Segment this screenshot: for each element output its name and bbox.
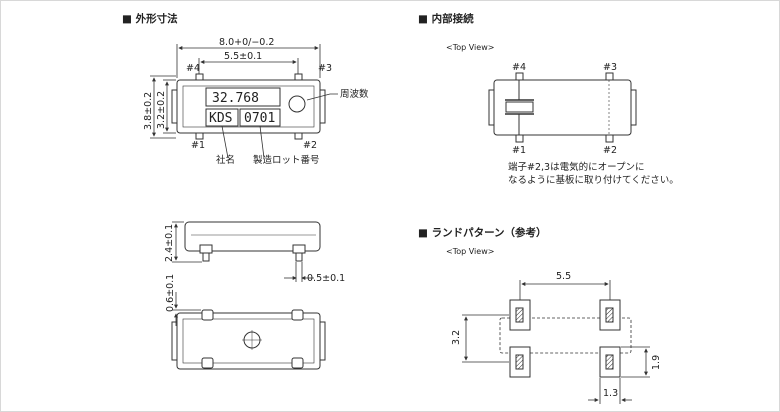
dim-pin-length: 0.6±0.1: [165, 274, 176, 312]
internal-pin3-label: #3: [603, 62, 617, 73]
outline-top-view: [171, 73, 326, 140]
bottom-dimension-lines: [172, 292, 201, 326]
section-title-land: ■ ランドパターン（参考）: [418, 226, 547, 239]
land-dim-height: 3.2: [451, 330, 462, 345]
land-dim-pitch: 5.5: [556, 271, 571, 282]
marking-company: KDS: [209, 111, 232, 126]
dim-pitch: 5.5±0.1: [224, 51, 262, 62]
internal-pin2-label: #2: [603, 145, 617, 156]
dim-thickness: 2.4±0.1: [164, 224, 175, 262]
side-dimension-lines: [172, 221, 314, 282]
land-dimension-lines: [462, 280, 650, 404]
outline-dimension-lines: [150, 44, 338, 159]
outline-pin3-label: #3: [318, 63, 332, 74]
internal-note-line1: 端子#2,3は電気的にオープンに: [508, 161, 645, 173]
dim-pin-width: 0.5±0.1: [307, 273, 345, 284]
dim-height-inner: 3.2±0.2: [156, 91, 167, 129]
callout-lot: 製造ロット番号: [253, 154, 320, 166]
outline-bottom-view: [171, 309, 326, 370]
outline-pin4-label: #4: [186, 63, 200, 74]
outline-pin1-label: #1: [191, 140, 205, 151]
outline-pin2-label: #2: [303, 140, 317, 151]
dim-length: 8.0+0/−0.2: [219, 37, 274, 48]
internal-pin4-label: #4: [512, 62, 526, 73]
callout-frequency: 周波数: [340, 88, 369, 100]
land-dim-pad-width: 1.3: [603, 388, 618, 399]
outline-side-view: [184, 221, 321, 262]
internal-pin1-label: #1: [512, 145, 526, 156]
marking-frequency: 32.768: [212, 91, 259, 106]
dim-height-outer: 3.8±0.2: [143, 92, 154, 130]
land-top-view-label: <Top View>: [446, 247, 494, 256]
marking-lot: 0701: [244, 111, 275, 126]
land-dim-pad-height: 1.9: [651, 355, 662, 370]
section-title-outline: ■ 外形寸法: [122, 12, 178, 25]
section-title-internal: ■ 内部接続: [418, 12, 474, 25]
internal-connection-view: [488, 72, 637, 143]
internal-top-view-label: <Top View>: [446, 43, 494, 52]
callout-company: 社名: [216, 154, 235, 166]
internal-note-line2: なるように基板に取り付けてください。: [508, 174, 679, 186]
land-pattern-view: [499, 299, 632, 378]
